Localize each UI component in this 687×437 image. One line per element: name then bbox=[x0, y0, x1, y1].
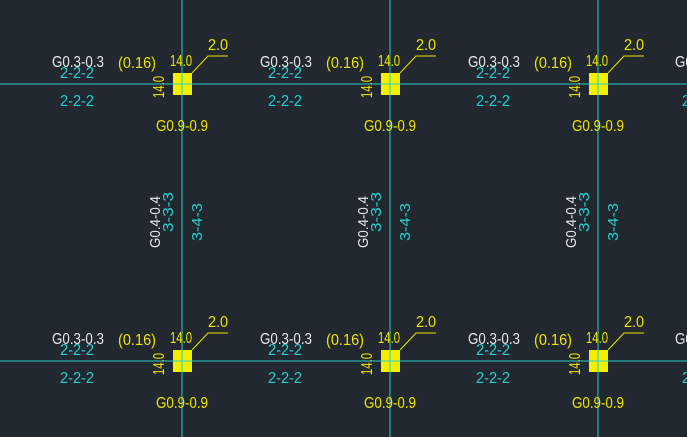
column-node: G0.3-0.3 2-2-2 2-2-2 (0.16) 14.0 14.0 2.… bbox=[52, 37, 228, 135]
column-node: G0.3-0.3 2-2-2 2-2-2 (0.16) 14.0 14.0 2.… bbox=[260, 314, 436, 412]
g-label: G0.3-0.3 bbox=[52, 331, 104, 348]
rebar-top: 2-2-2 bbox=[60, 65, 94, 82]
g-label: G0.3-0.3 bbox=[468, 54, 520, 71]
g-label: G0.3-0.3 bbox=[260, 54, 312, 71]
axial-ratio: (0.16) bbox=[534, 55, 572, 72]
g-label: G0.3-0.3 bbox=[52, 54, 104, 71]
shear-label: G0.9-0.9 bbox=[156, 118, 208, 135]
beam-rebar-a: 3-3-3 bbox=[368, 192, 385, 232]
rebar-top: 2-2-2 bbox=[476, 342, 510, 359]
edge-g-label-top: G0.3-0.3 bbox=[675, 54, 687, 71]
leader-value: 2.0 bbox=[624, 314, 644, 331]
leader-value: 2.0 bbox=[416, 314, 436, 331]
beam-rebar-b: 3-4-3 bbox=[397, 203, 414, 241]
axial-ratio: (0.16) bbox=[326, 332, 364, 349]
beam-g-label: G0.4-0.4 bbox=[355, 196, 372, 248]
rebar-top: 2-2-2 bbox=[60, 342, 94, 359]
column-width: 14.0 bbox=[170, 330, 192, 347]
edge-rebar-bottom: 2-2-2 bbox=[682, 370, 687, 387]
leader-value: 2.0 bbox=[208, 37, 228, 54]
edge-rebar-top: 2-2-2 bbox=[682, 93, 687, 110]
rebar-top: 2-2-2 bbox=[476, 65, 510, 82]
axial-ratio: (0.16) bbox=[326, 55, 364, 72]
rebar-bottom: 2-2-2 bbox=[268, 93, 302, 110]
column-node: G0.3-0.3 2-2-2 2-2-2 (0.16) 14.0 14.0 2.… bbox=[260, 37, 436, 135]
column-node: G0.3-0.3 2-2-2 2-2-2 (0.16) 14.0 14.0 2.… bbox=[52, 314, 228, 412]
leader-value: 2.0 bbox=[624, 37, 644, 54]
axial-ratio: (0.16) bbox=[118, 55, 156, 72]
beam-label-group: G0.4-0.4 3-3-3 3-4-3 bbox=[563, 192, 622, 248]
beam-g-label: G0.4-0.4 bbox=[147, 196, 164, 248]
edge-g-label-bottom: G0.3-0.3 bbox=[675, 331, 687, 348]
rebar-bottom: 2-2-2 bbox=[60, 93, 94, 110]
edge-partial-labels: G0.3-0.3 2-2-2 G0.3-0.3 2-2-2 bbox=[675, 54, 687, 387]
rebar-bottom: 2-2-2 bbox=[476, 370, 510, 387]
g-label: G0.3-0.3 bbox=[468, 331, 520, 348]
leader-line bbox=[607, 55, 644, 74]
leader-line bbox=[399, 332, 436, 351]
beam-label-group: G0.4-0.4 3-3-3 3-4-3 bbox=[355, 192, 414, 248]
rebar-top: 2-2-2 bbox=[268, 342, 302, 359]
rebar-bottom: 2-2-2 bbox=[60, 370, 94, 387]
leader-line bbox=[191, 332, 228, 351]
beam-g-label: G0.4-0.4 bbox=[563, 196, 580, 248]
g-label: G0.3-0.3 bbox=[260, 331, 312, 348]
column-width: 14.0 bbox=[586, 330, 608, 347]
shear-label: G0.9-0.9 bbox=[572, 395, 624, 412]
beam-rebar-b: 3-4-3 bbox=[189, 203, 206, 241]
beam-label-group: G0.4-0.4 3-3-3 3-4-3 bbox=[147, 192, 206, 248]
beam-rebar-b: 3-4-3 bbox=[605, 203, 622, 241]
shear-label: G0.9-0.9 bbox=[364, 118, 416, 135]
leader-line bbox=[607, 332, 644, 351]
rebar-bottom: 2-2-2 bbox=[476, 93, 510, 110]
column-height: 14.0 bbox=[151, 353, 168, 375]
column-node: G0.3-0.3 2-2-2 2-2-2 (0.16) 14.0 14.0 2.… bbox=[468, 37, 644, 135]
beam-rebar-a: 3-3-3 bbox=[576, 192, 593, 232]
column-height: 14.0 bbox=[151, 76, 168, 98]
column-height: 14.0 bbox=[567, 76, 584, 98]
rebar-bottom: 2-2-2 bbox=[268, 370, 302, 387]
leader-line bbox=[399, 55, 436, 74]
column-height: 14.0 bbox=[567, 353, 584, 375]
shear-label: G0.9-0.9 bbox=[572, 118, 624, 135]
rebar-top: 2-2-2 bbox=[268, 65, 302, 82]
leader-value: 2.0 bbox=[208, 314, 228, 331]
leader-line bbox=[191, 55, 228, 74]
column-width: 14.0 bbox=[170, 53, 192, 70]
axial-ratio: (0.16) bbox=[118, 332, 156, 349]
column-width: 14.0 bbox=[586, 53, 608, 70]
column-width: 14.0 bbox=[378, 330, 400, 347]
column-height: 14.0 bbox=[359, 76, 376, 98]
beam-rebar-a: 3-3-3 bbox=[160, 192, 177, 232]
column-height: 14.0 bbox=[359, 353, 376, 375]
axial-ratio: (0.16) bbox=[534, 332, 572, 349]
shear-label: G0.9-0.9 bbox=[364, 395, 416, 412]
column-node: G0.3-0.3 2-2-2 2-2-2 (0.16) 14.0 14.0 2.… bbox=[468, 314, 644, 412]
column-width: 14.0 bbox=[378, 53, 400, 70]
shear-label: G0.9-0.9 bbox=[156, 395, 208, 412]
leader-value: 2.0 bbox=[416, 37, 436, 54]
